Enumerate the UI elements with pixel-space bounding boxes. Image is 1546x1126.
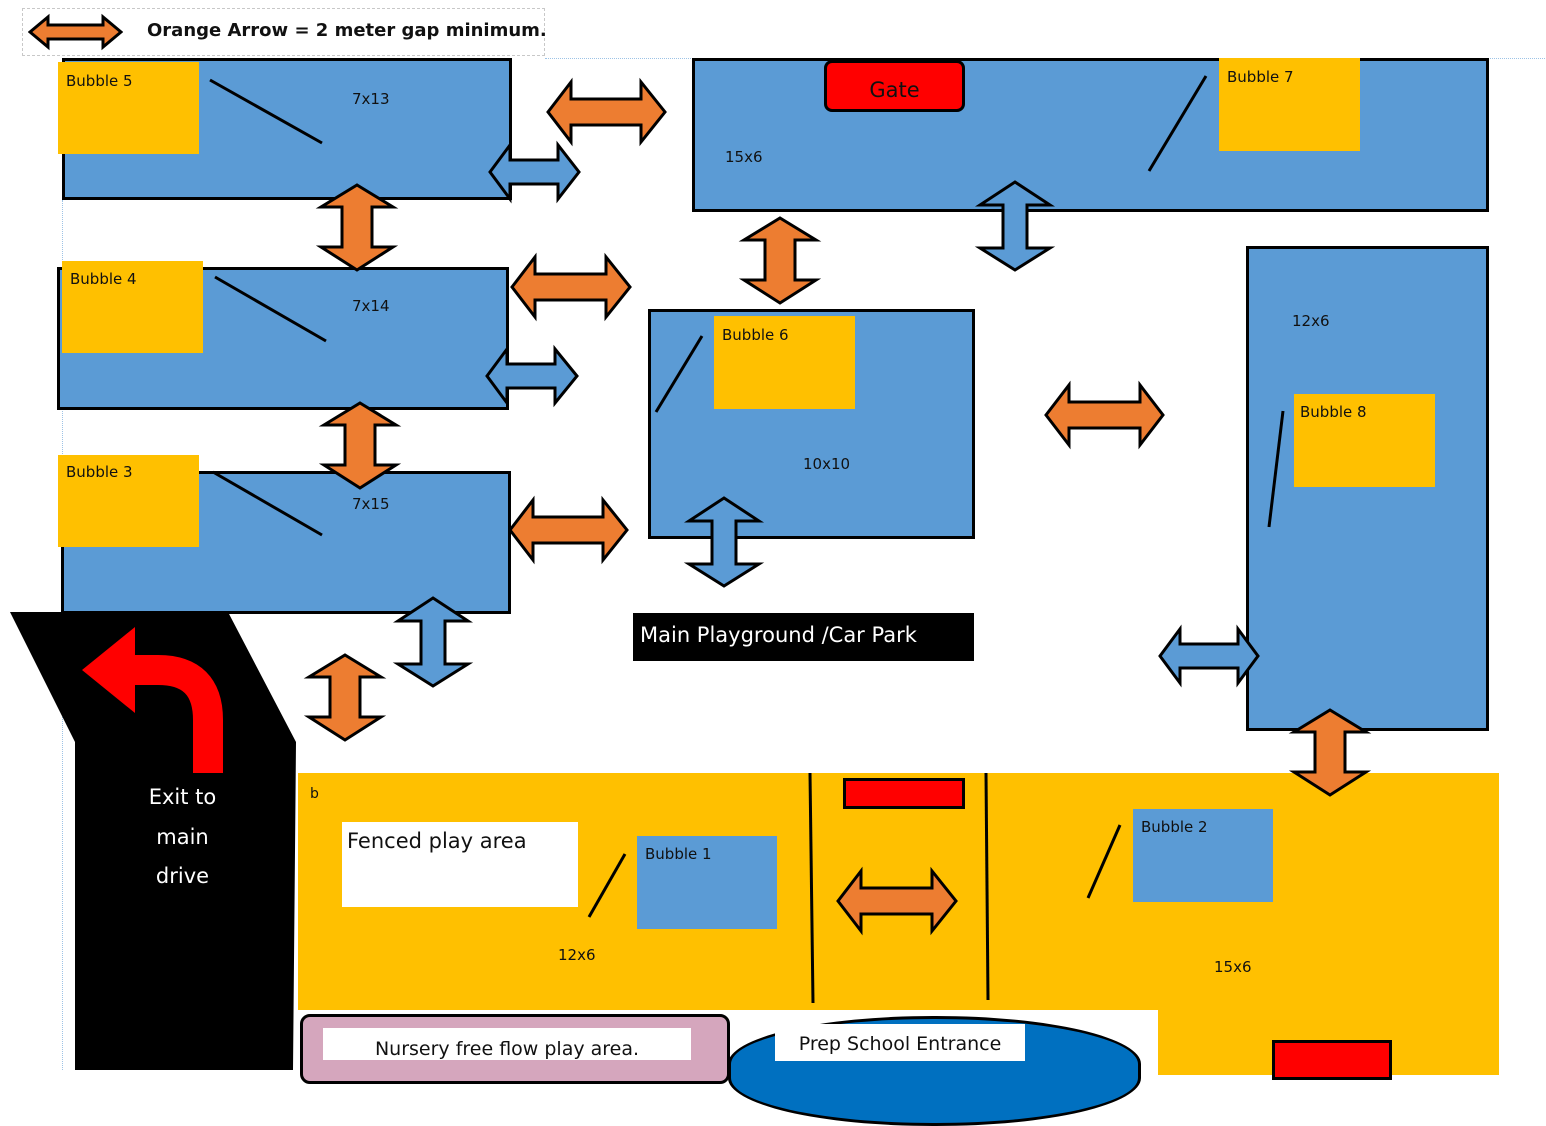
bubble-8-zone	[1246, 246, 1489, 731]
main-playground-banner	[633, 613, 974, 661]
blue-arrow-icon	[485, 344, 579, 408]
bubble-4-dimensions: 7x14	[352, 297, 390, 315]
legend-text: Orange Arrow = 2 meter gap minimum.	[147, 20, 547, 41]
exit-arrow-icon	[82, 627, 223, 773]
bubble-2-dimensions: 15x6	[1214, 958, 1252, 976]
bubble-1-label: Bubble 1	[645, 845, 712, 863]
bubble-6-dimensions: 10x10	[803, 455, 851, 473]
orange-arrow-icon	[315, 183, 399, 272]
fenced-marker: b	[310, 786, 319, 802]
exit-label-line-2: main	[156, 825, 209, 849]
blue-arrow-icon	[1158, 624, 1260, 688]
divider-line-left	[808, 772, 815, 1004]
main-playground-label: Main Playground /Car Park	[640, 623, 917, 647]
bubble-4-tag	[62, 261, 203, 353]
bubble-5-line	[209, 78, 323, 145]
bubble-3-line	[212, 470, 323, 537]
exit-drive-shape	[10, 612, 296, 1070]
divider-line-right	[984, 772, 990, 1001]
orange-arrow-icon	[303, 653, 387, 742]
bubble-7-dimensions: 15x6	[725, 148, 763, 166]
nursery-label-box	[323, 1028, 691, 1060]
bubble-8-dimensions: 12x6	[1292, 312, 1330, 330]
bubble-1-line	[587, 853, 627, 918]
bubble-2-label: Bubble 2	[1141, 818, 1208, 836]
blue-arrow-icon	[683, 496, 765, 588]
exit-label-line-1: Exit to	[148, 785, 217, 809]
bubble-8-line	[1267, 410, 1285, 528]
bubble-7-line	[1147, 75, 1208, 172]
orange-arrow-icon	[836, 866, 958, 936]
nursery-label: Nursery free flow play area.	[374, 1038, 640, 1060]
connectors-overlay	[209, 75, 1372, 1004]
bubble-3-dimensions: 7x15	[352, 495, 390, 513]
bubble-7-label: Bubble 7	[1227, 68, 1294, 86]
blue-arrow-icon	[974, 180, 1056, 272]
bubble-3-label: Bubble 3	[66, 463, 133, 481]
blue-arrow-icon	[392, 596, 474, 688]
bubble-2-zone	[1133, 809, 1273, 902]
blue-arrow-icon	[488, 140, 581, 204]
orange-arrow-icon	[508, 495, 629, 565]
fenced-play-area-box	[342, 822, 578, 907]
bubble-7-zone	[692, 58, 1489, 212]
orange-arrow-icon	[738, 216, 822, 305]
bubble-4-label: Bubble 4	[70, 270, 137, 288]
bubble-5-dimensions: 7x13	[352, 90, 390, 108]
orange-arrow-icon	[1044, 380, 1165, 450]
orange-arrow-icon	[510, 252, 632, 322]
bubble-6-label: Bubble 6	[722, 326, 789, 344]
bubble-2-line	[1086, 824, 1122, 899]
bubble-6-tag	[714, 316, 855, 409]
bubble-1-dimensions: 12x6	[558, 946, 596, 964]
bubble-5-label: Bubble 5	[66, 72, 133, 90]
gate-box	[824, 60, 965, 112]
prep-school-label: Prep School Entrance	[798, 1033, 1002, 1055]
exit-label-line-3: drive	[155, 864, 210, 888]
bubble-7-tag	[1219, 58, 1360, 151]
orange-arrow-icon	[1288, 708, 1372, 797]
bubble-5-tag	[58, 62, 199, 154]
bubble-8-label: Bubble 8	[1300, 403, 1367, 421]
orange-arrow-icon	[318, 401, 402, 490]
gate-marker-bottom	[1272, 1040, 1392, 1080]
bubble-3-tag	[58, 455, 199, 547]
bubble-6-line	[654, 335, 704, 413]
gate-label: Gate	[869, 78, 920, 102]
gate-marker-middle	[843, 778, 965, 809]
legend-orange-arrow-icon	[28, 13, 123, 51]
bubble-1-zone	[637, 836, 777, 929]
fenced-play-area-label: Fenced play area	[347, 829, 527, 853]
prep-school-label-box	[775, 1024, 1025, 1061]
bubble-4-line	[214, 275, 327, 343]
bubble-8-tag	[1294, 394, 1435, 487]
orange-arrow-icon	[546, 77, 667, 147]
legend-box	[22, 8, 545, 56]
